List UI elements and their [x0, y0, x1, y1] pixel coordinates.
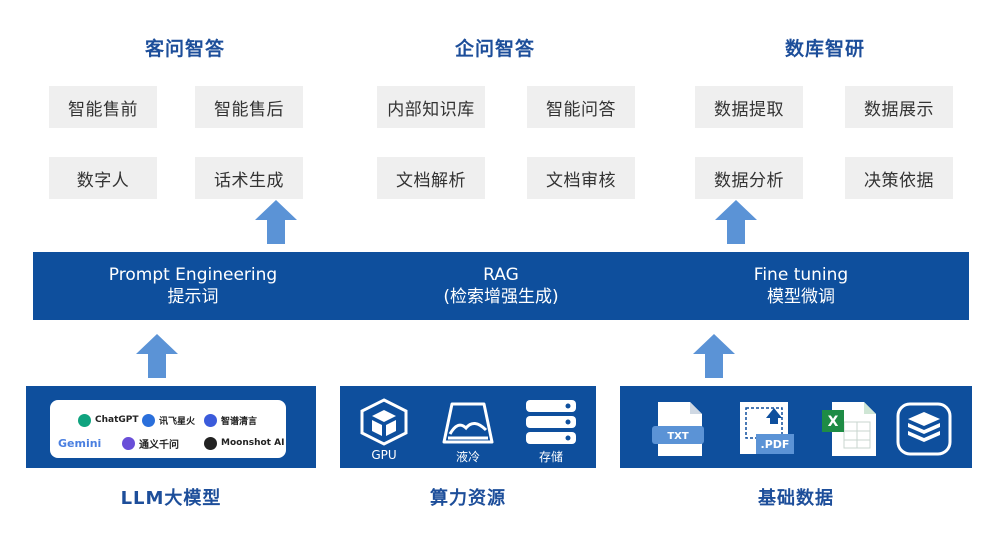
gemini-logo: Gemini [58, 435, 101, 451]
logo-name: Gemini [58, 436, 102, 450]
tongyi-logo: 通义千问 [122, 435, 179, 451]
tile-digital-human: 数字人 [49, 157, 157, 199]
logo-name: 智谱清言 [221, 416, 258, 427]
tile-smart-aftersale: 智能售后 [195, 86, 303, 128]
compute-box: GPU 液冷 存储 [340, 386, 596, 468]
band-item-title: RAG [483, 265, 519, 285]
gpu-icon [360, 398, 408, 446]
pdf-label: .PDF [761, 438, 790, 451]
tile-internal-knowledge-base: 内部知识库 [377, 86, 485, 128]
logo-name: ChatGPT [95, 415, 139, 425]
storage-icon [526, 400, 576, 444]
llm-logo-panel: ChatGPT 讯飞星火 智谱清言 Gemini 通义千问 Moonshot A… [50, 400, 286, 458]
up-arrow-icon [136, 334, 178, 378]
up-arrow-icon [255, 200, 297, 244]
tile-data-analysis: 数据分析 [695, 157, 803, 199]
logo-name: 通义千问 [139, 439, 179, 451]
chatgpt-icon [78, 413, 91, 427]
liquid-cooling-label: 液冷 [455, 450, 480, 464]
up-arrow-icon [715, 200, 757, 244]
band-item-title: Fine tuning [753, 265, 849, 285]
pdf-file-icon: .PDF [740, 402, 794, 454]
logo-name: Moonshot AI [221, 438, 285, 448]
band-item-subtitle: 提示词 [167, 287, 219, 307]
llm-label: LLM大模型 [120, 488, 222, 509]
technique-band: Prompt Engineering 提示词 RAG (检索增强生成) Fine… [33, 252, 969, 320]
tile-data-display: 数据展示 [845, 86, 953, 128]
group-title-customer-qa: 客问智答 [144, 38, 225, 60]
compute-label: 算力资源 [430, 488, 506, 509]
data-box: TXT .PDF X [620, 386, 972, 468]
logo-name: 讯飞星火 [159, 416, 196, 427]
tile-data-extraction: 数据提取 [695, 86, 803, 128]
txt-file-icon: TXT [652, 402, 704, 456]
spark-icon [142, 413, 155, 427]
tongyi-icon [122, 436, 135, 450]
tile-decision-basis: 决策依据 [845, 157, 953, 199]
moonshot-icon [204, 436, 217, 450]
txt-label: TXT [667, 431, 689, 442]
database-icon [896, 402, 952, 456]
liquid-cooling-icon [442, 402, 494, 444]
excel-file-icon: X [822, 402, 876, 456]
band-item-subtitle: (检索增强生成) [443, 287, 559, 307]
data-label: 基础数据 [758, 488, 834, 509]
chatgpt-logo: ChatGPT [78, 412, 139, 428]
group-title-enterprise-qa: 企问智答 [454, 38, 535, 60]
band-item-title: Prompt Engineering [108, 265, 278, 285]
moonshot-logo: Moonshot AI [204, 435, 284, 451]
tile-smart-presale: 智能售前 [49, 86, 157, 128]
band-item-prompt-engineering: Prompt Engineering 提示词 [73, 264, 313, 308]
zhipu-icon [204, 413, 217, 427]
tile-document-parsing: 文档解析 [377, 157, 485, 199]
band-item-rag: RAG (检索增强生成) [381, 264, 621, 308]
group-title-data-research: 数库智研 [784, 38, 865, 60]
tile-smart-qa: 智能问答 [527, 86, 635, 128]
excel-label: X [828, 414, 839, 430]
storage-label: 存储 [538, 450, 563, 464]
tile-script-generation: 话术生成 [195, 157, 303, 199]
band-item-subtitle: 模型微调 [767, 287, 835, 307]
spark-logo: 讯飞星火 [142, 412, 195, 428]
gpu-label: GPU [371, 448, 397, 462]
up-arrow-icon [693, 334, 735, 378]
tile-document-review: 文档审核 [527, 157, 635, 199]
llm-box: ChatGPT 讯飞星火 智谱清言 Gemini 通义千问 Moonshot A… [26, 386, 316, 468]
zhipu-logo: 智谱清言 [204, 412, 257, 428]
band-item-fine-tuning: Fine tuning 模型微调 [681, 264, 921, 308]
